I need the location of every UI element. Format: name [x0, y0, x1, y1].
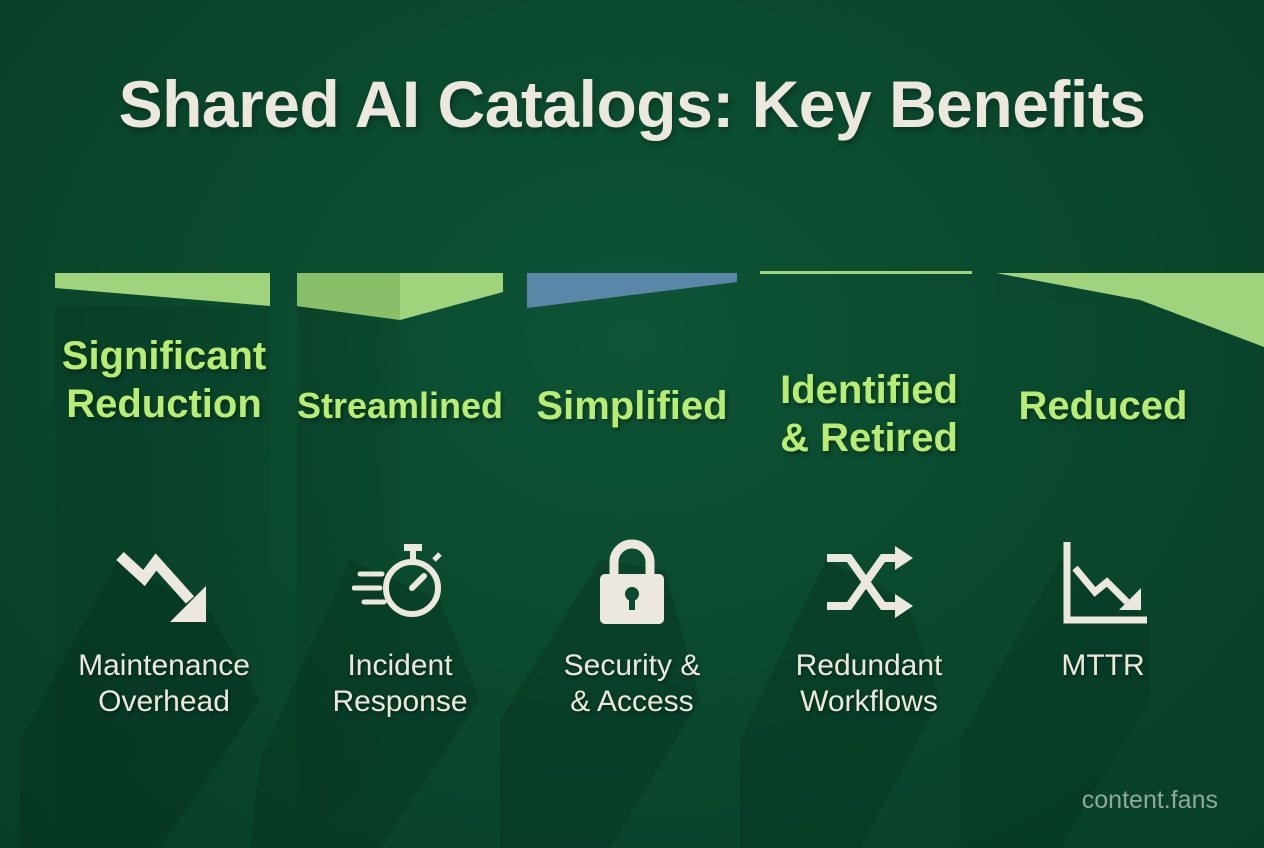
bar-3 [527, 273, 737, 308]
benefit-card-5: Reduced MTTR [990, 330, 1216, 730]
benefit-label: Incident Response [332, 649, 468, 718]
stopwatch-speed-icon [352, 544, 442, 617]
shuffle-arrows-icon [827, 546, 913, 618]
benefit-card-2: Streamlined Incident Response [290, 330, 510, 730]
icon-shadow-2 [250, 560, 480, 848]
icon-shadow-3 [500, 560, 700, 848]
icon-shadow-4 [740, 560, 940, 848]
benefit-heading: Reduced [1018, 384, 1188, 428]
benefit-label: Security & & Access [563, 649, 701, 718]
benefit-heading: Identified & Retired [780, 368, 958, 460]
bar-4 [760, 271, 972, 274]
icon-shadow-1 [20, 560, 260, 848]
icon-shadow-5 [960, 560, 1150, 848]
benefit-label: Redundant Workflows [795, 649, 943, 718]
benefit-card-3: Simplified Security & & Access [522, 330, 742, 730]
page-title: Shared AI Catalogs: Key Benefits [118, 67, 1146, 141]
padlock-icon [600, 539, 664, 624]
benefit-heading: Streamlined [296, 385, 504, 426]
trend-down-arrow-icon [116, 551, 206, 622]
bar-5 [996, 273, 1264, 347]
benefit-card-1: Significant Reduction Maintenance Overhe… [48, 330, 280, 730]
column-shadow-2 [297, 306, 400, 848]
benefit-label: Maintenance Overhead [78, 649, 250, 718]
benefit-heading: Simplified [536, 384, 728, 428]
bar-2-shade [297, 273, 400, 320]
watermark: content.fans [1081, 786, 1218, 814]
declining-chart-icon [1063, 542, 1147, 624]
benefit-label: MTTR [1061, 649, 1145, 682]
bar-1 [55, 273, 270, 306]
benefit-heading: Significant Reduction [61, 334, 267, 426]
benefit-card-4: Identified & Retired Redundant Workflows [756, 330, 982, 730]
